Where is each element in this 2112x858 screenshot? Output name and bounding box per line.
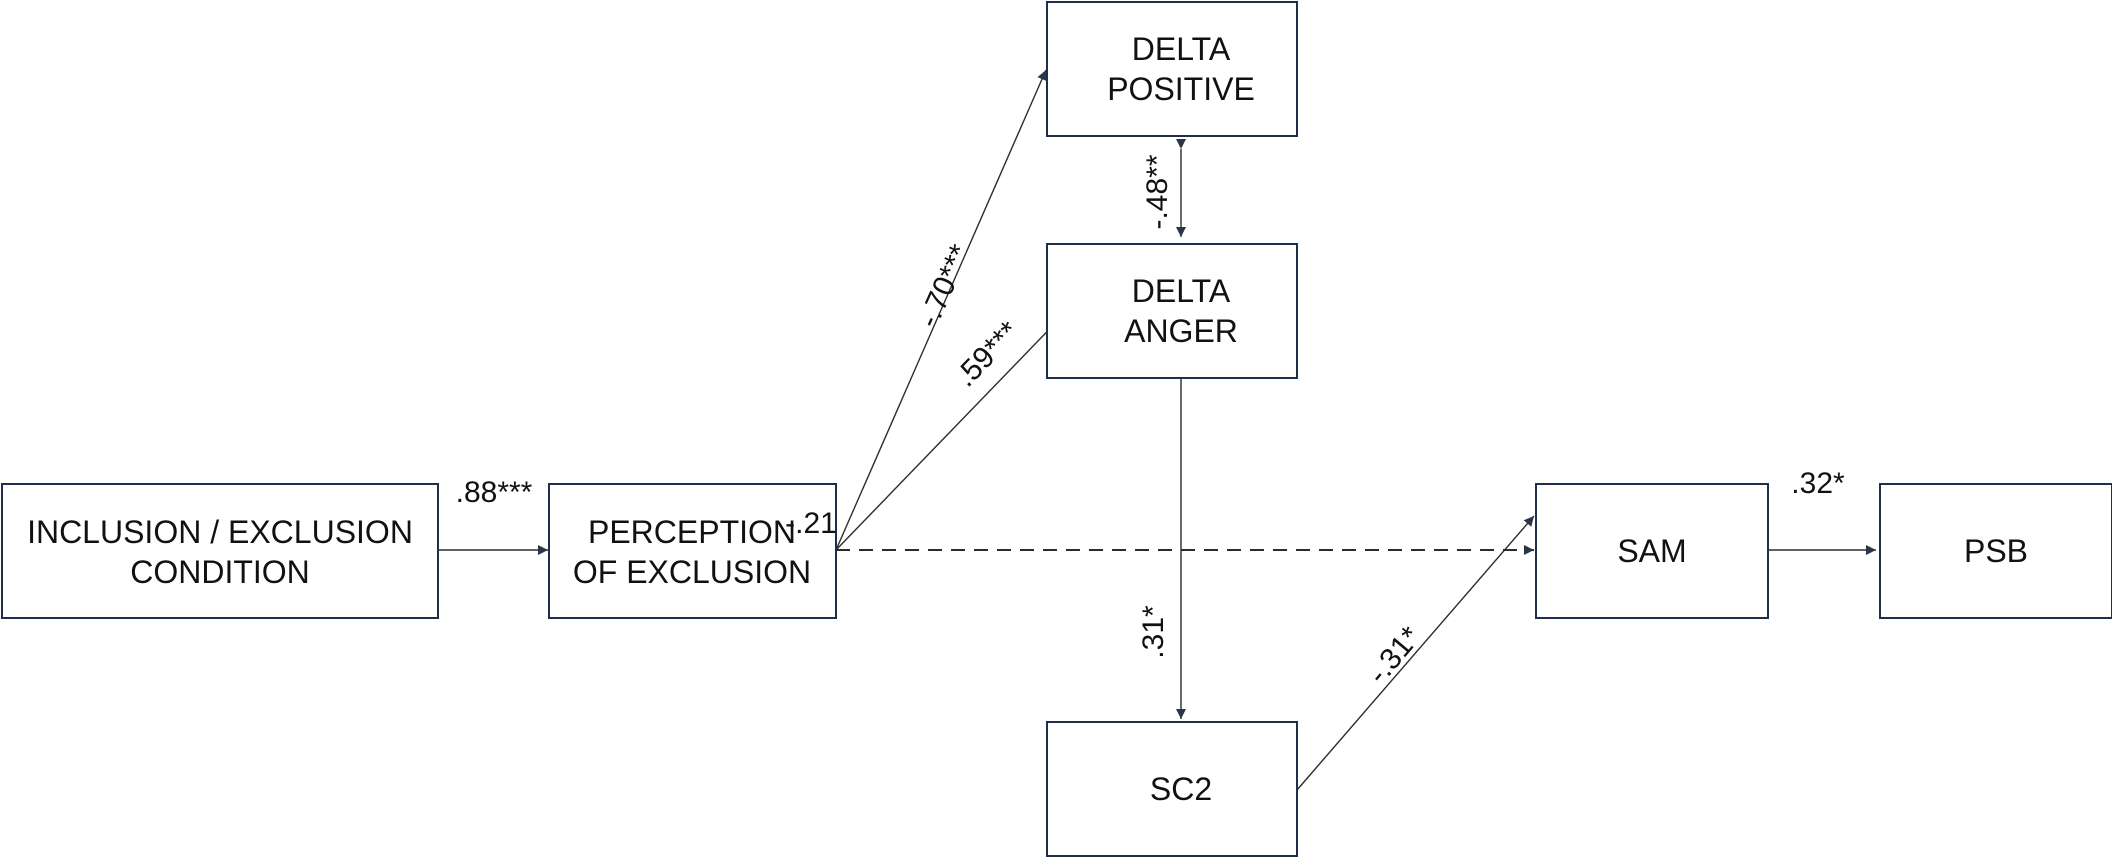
node-label-line-1: SAM: [1617, 533, 1686, 569]
node-label-line-2: CONDITION: [130, 554, 310, 590]
node-perception-of-exclusion: PERCEPTION OF EXCLUSION: [548, 483, 837, 619]
edge-label-condition-to-perception: .88***: [456, 476, 533, 509]
edge-perception-to-delta-anger: [835, 311, 1067, 551]
edge-label-delta-positive-anger-covariance: -.48**: [1141, 154, 1174, 229]
node-delta-anger: DELTA ANGER: [1046, 243, 1298, 379]
node-label-line-1: PSB: [1964, 533, 2028, 569]
edge-label-sam-to-psb: .32*: [1791, 467, 1845, 500]
edge-label-perception-to-sam: -.21: [785, 507, 837, 540]
node-label-line-1: SC2: [1150, 771, 1212, 807]
edge-label-delta-anger-to-sc2: .31*: [1137, 605, 1170, 659]
edge-label-perception-to-delta-positive: -.70***: [912, 240, 978, 333]
edge-label-sc2-to-sam: -.31*: [1361, 620, 1427, 690]
node-label-line-1: PERCEPTION: [588, 514, 796, 550]
node-label-line-2: OF EXCLUSION: [573, 554, 811, 590]
edge-sc2-to-sam: [1296, 515, 1535, 791]
node-sc2: SC2: [1046, 721, 1298, 857]
node-sam: SAM: [1535, 483, 1769, 619]
node-label-line-1: DELTA: [1132, 31, 1231, 67]
node-label-line-2: POSITIVE: [1107, 71, 1255, 107]
node-delta-positive: DELTA POSITIVE: [1046, 1, 1298, 137]
node-inclusion-exclusion-condition: INCLUSION / EXCLUSION CONDITION: [1, 483, 439, 619]
node-label-line-1: INCLUSION / EXCLUSION: [27, 514, 413, 550]
edge-label-perception-to-delta-anger: .59***: [949, 315, 1026, 393]
node-psb: PSB: [1879, 483, 2112, 619]
node-label-line-2: ANGER: [1124, 313, 1238, 349]
edge-perception-to-delta-positive: [835, 69, 1047, 551]
node-label-line-1: DELTA: [1132, 273, 1231, 309]
